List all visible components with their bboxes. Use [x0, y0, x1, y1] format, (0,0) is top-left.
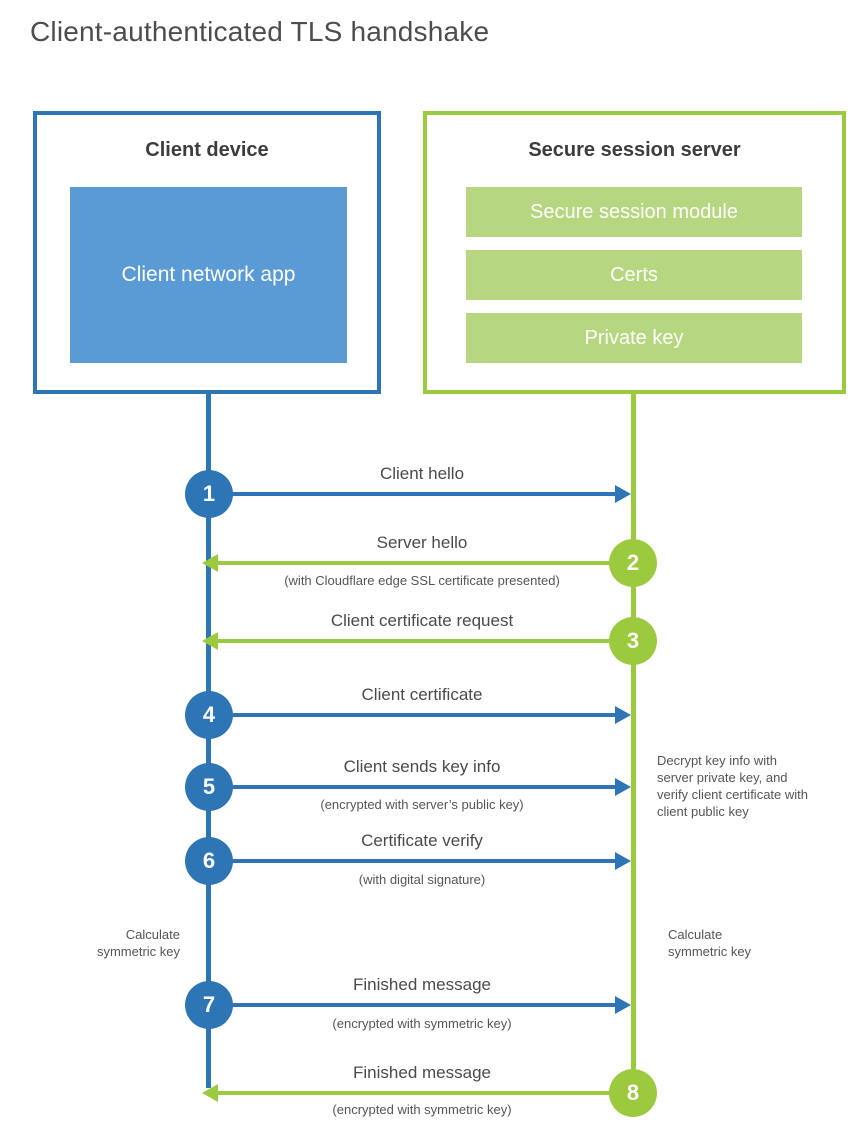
note-decrypt-key-info: Decrypt key info with server private key… [657, 753, 808, 819]
step-8-label: Finished message [353, 1063, 491, 1082]
step-6-arrowhead-icon [615, 852, 631, 870]
client-network-app-box: Client network app [70, 187, 347, 363]
client-device-title: Client device [145, 139, 269, 161]
step-6-label: Certificate verify [361, 831, 483, 850]
step-5-arrowhead-icon [615, 778, 631, 796]
step-2-sublabel: (with Cloudflare edge SSL certificate pr… [284, 573, 560, 588]
step-8-arrow-line [218, 1091, 633, 1095]
note-calculate-symmetric-key-client: Calculate symmetric key [96, 927, 180, 959]
step-8-sublabel: (encrypted with symmetric key) [332, 1102, 512, 1117]
step-6-arrow-line [209, 859, 616, 863]
step-1-arrowhead-icon [615, 485, 631, 503]
step-2-label: Server hello [376, 533, 468, 552]
step-7-arrow-line [209, 1003, 616, 1007]
step-3-arrowhead-icon [202, 632, 218, 650]
step-2-arrow-line [218, 561, 633, 565]
step-7-label: Finished message [353, 975, 491, 994]
step-3-number-badge: 3 [609, 617, 657, 665]
step-5-arrow-line [209, 785, 616, 789]
step-1-number-badge: 1 [185, 470, 233, 518]
step-3-label: Client certificate request [330, 611, 514, 630]
step-5-number-badge: 5 [185, 763, 233, 811]
note-calculate-symmetric-key-server: Calculate symmetric key [668, 927, 752, 959]
step-7-arrowhead-icon [615, 996, 631, 1014]
page-title: Client-authenticated TLS handshake [30, 16, 490, 47]
step-5-label: Client sends key info [343, 757, 501, 776]
server-module-secure-session: Secure session module [466, 187, 802, 237]
step-6-sublabel: (with digital signature) [358, 872, 486, 887]
step-7-sublabel: (encrypted with symmetric key) [332, 1016, 512, 1031]
step-4-number-badge: 4 [185, 691, 233, 739]
server-module-certs: Certs [466, 250, 802, 300]
step-8-arrowhead-icon [202, 1084, 218, 1102]
step-2-arrowhead-icon [202, 554, 218, 572]
server-module-private-key: Private key [466, 313, 802, 363]
client-network-app-label: Client network app [121, 263, 296, 286]
step-1-arrow-line [209, 492, 616, 496]
server-lifeline [631, 390, 636, 1093]
step-4-arrow-line [209, 713, 616, 717]
step-8-number-badge: 8 [609, 1069, 657, 1117]
step-1-label: Client hello [379, 464, 465, 483]
step-6-number-badge: 6 [185, 837, 233, 885]
step-7-number-badge: 7 [185, 981, 233, 1029]
step-3-arrow-line [218, 639, 633, 643]
client-lifeline [206, 390, 211, 1088]
step-5-sublabel: (encrypted with server’s public key) [320, 797, 524, 812]
step-4-arrowhead-icon [615, 706, 631, 724]
step-2-number-badge: 2 [609, 539, 657, 587]
secure-session-server-title: Secure session server [528, 139, 741, 161]
step-4-label: Client certificate [361, 685, 483, 704]
